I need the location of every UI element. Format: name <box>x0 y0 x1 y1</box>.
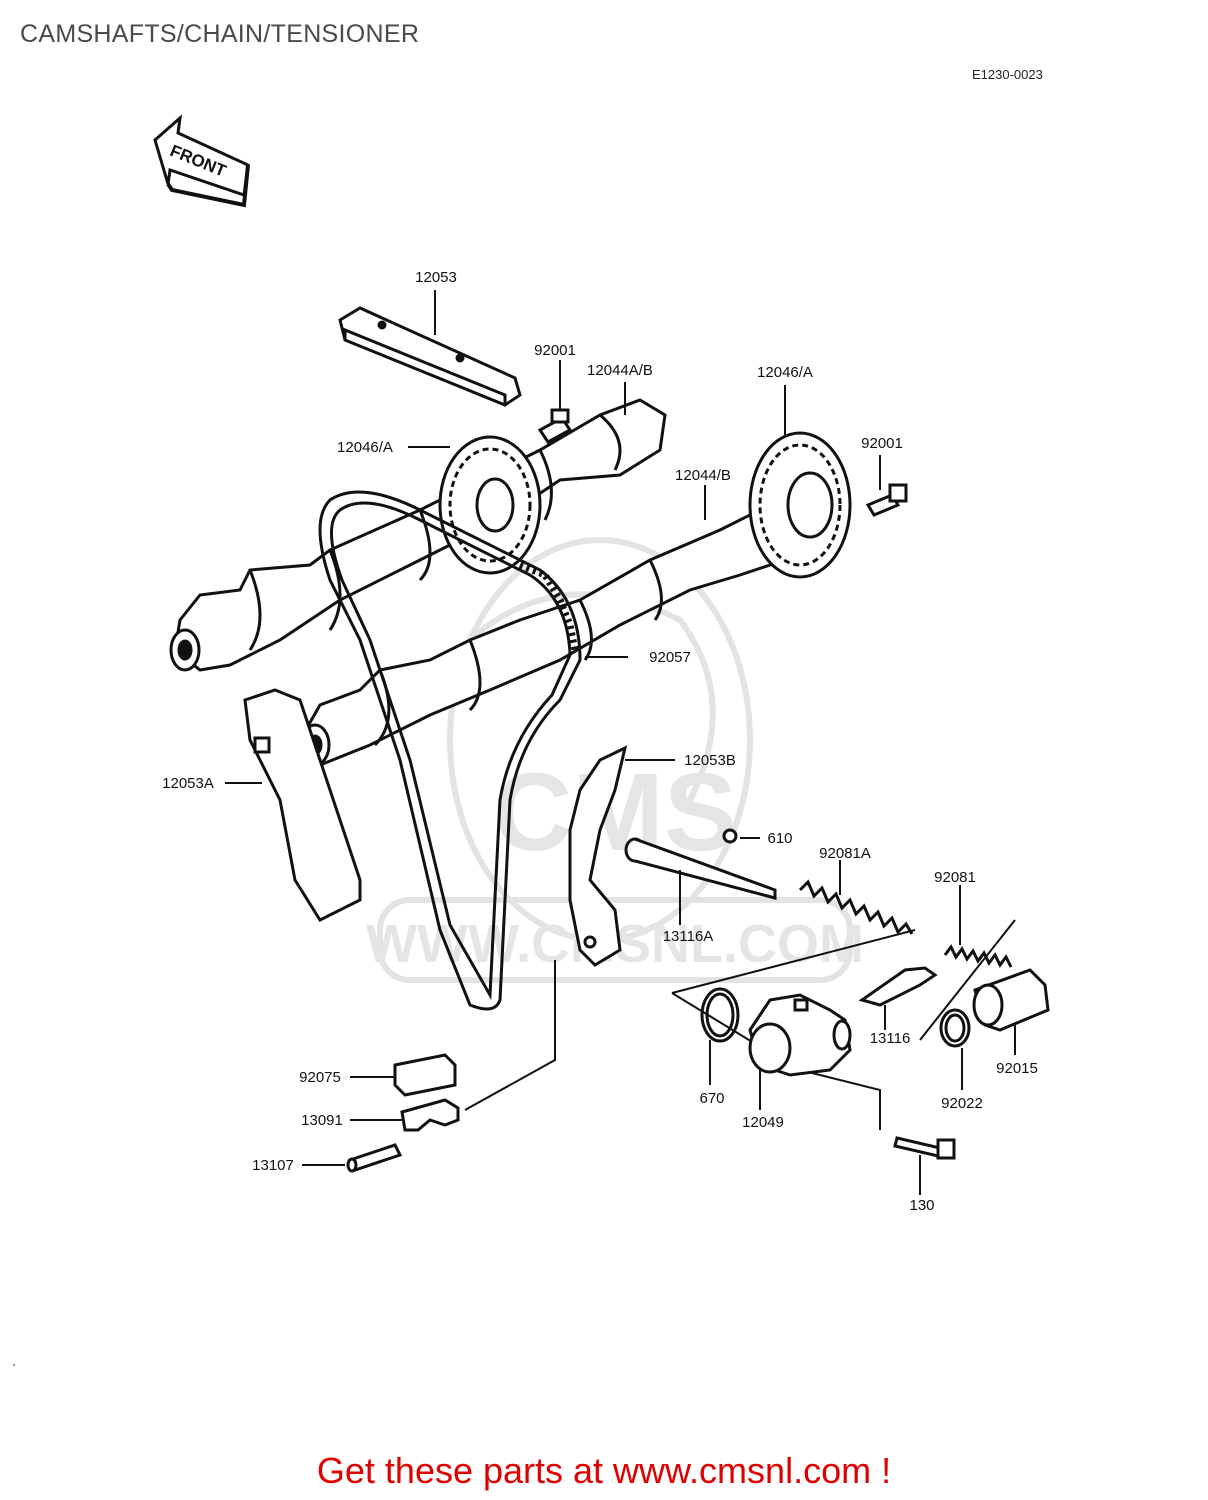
chain-guide-top <box>338 306 522 407</box>
bolt-92001-right <box>865 483 908 517</box>
label-12053b[interactable]: 12053B <box>684 752 736 769</box>
bolt-130 <box>893 1136 956 1160</box>
label-12053[interactable]: 12053 <box>415 269 457 286</box>
label-12053a[interactable]: 12053A <box>162 775 214 792</box>
label-92081a[interactable]: 92081A <box>819 845 871 862</box>
label-92022[interactable]: 92022 <box>941 1095 983 1112</box>
part-labels: 12053 92001 12044A/B 12046/A 12046/A 920… <box>162 269 1038 1214</box>
leader-lines <box>225 290 1016 1195</box>
label-13107[interactable]: 13107 <box>252 1157 294 1174</box>
label-130[interactable]: 130 <box>909 1197 934 1214</box>
label-92075[interactable]: 92075 <box>299 1069 341 1086</box>
label-92001-top[interactable]: 92001 <box>534 342 576 359</box>
sprocket-left <box>438 435 542 575</box>
label-13116[interactable]: 13116 <box>870 1030 911 1047</box>
block-92075 <box>393 1053 457 1097</box>
block-13091 <box>400 1098 460 1132</box>
label-610[interactable]: 610 <box>767 830 792 847</box>
cap-92015 <box>972 968 1050 1032</box>
label-12046a-right[interactable]: 12046/A <box>757 364 813 381</box>
diagram-code: E1230-0023 <box>972 67 1043 82</box>
tensioner-guide <box>568 745 628 967</box>
label-12049[interactable]: 12049 <box>742 1114 784 1131</box>
stray-dot <box>13 1364 15 1366</box>
spring-92081a <box>798 879 914 935</box>
label-13116a[interactable]: 13116A <box>663 928 714 945</box>
cam-chain <box>318 490 582 1011</box>
tensioner-housing <box>748 993 852 1077</box>
plunger-13116 <box>858 966 938 1007</box>
sprocket-right <box>748 431 852 579</box>
o-ring-670 <box>700 987 740 1043</box>
label-12046a-left[interactable]: 12046/A <box>337 439 393 456</box>
tensioner-rod <box>624 828 777 900</box>
camshaft-upper <box>169 398 667 672</box>
footer-cta-link[interactable]: Get these parts at www.cmsnl.com ! <box>316 1450 892 1491</box>
label-92057[interactable]: 92057 <box>649 649 691 666</box>
bolt-92001-top <box>537 408 573 444</box>
label-12044b[interactable]: 12044/B <box>675 467 731 484</box>
washer-92022 <box>939 1008 971 1048</box>
page-title: CAMSHAFTS/CHAIN/TENSIONER <box>20 20 420 48</box>
label-92015[interactable]: 92015 <box>996 1060 1038 1077</box>
label-92001-right[interactable]: 92001 <box>861 435 903 452</box>
label-12044ab[interactable]: 12044A/B <box>587 362 653 379</box>
label-13091[interactable]: 13091 <box>301 1112 343 1129</box>
chain-guide-front <box>243 688 362 922</box>
front-arrow: FRONT <box>153 114 250 208</box>
spring-92081 <box>943 944 1013 968</box>
label-92081[interactable]: 92081 <box>934 869 976 886</box>
label-670[interactable]: 670 <box>699 1090 724 1107</box>
pin-13107 <box>346 1143 403 1173</box>
